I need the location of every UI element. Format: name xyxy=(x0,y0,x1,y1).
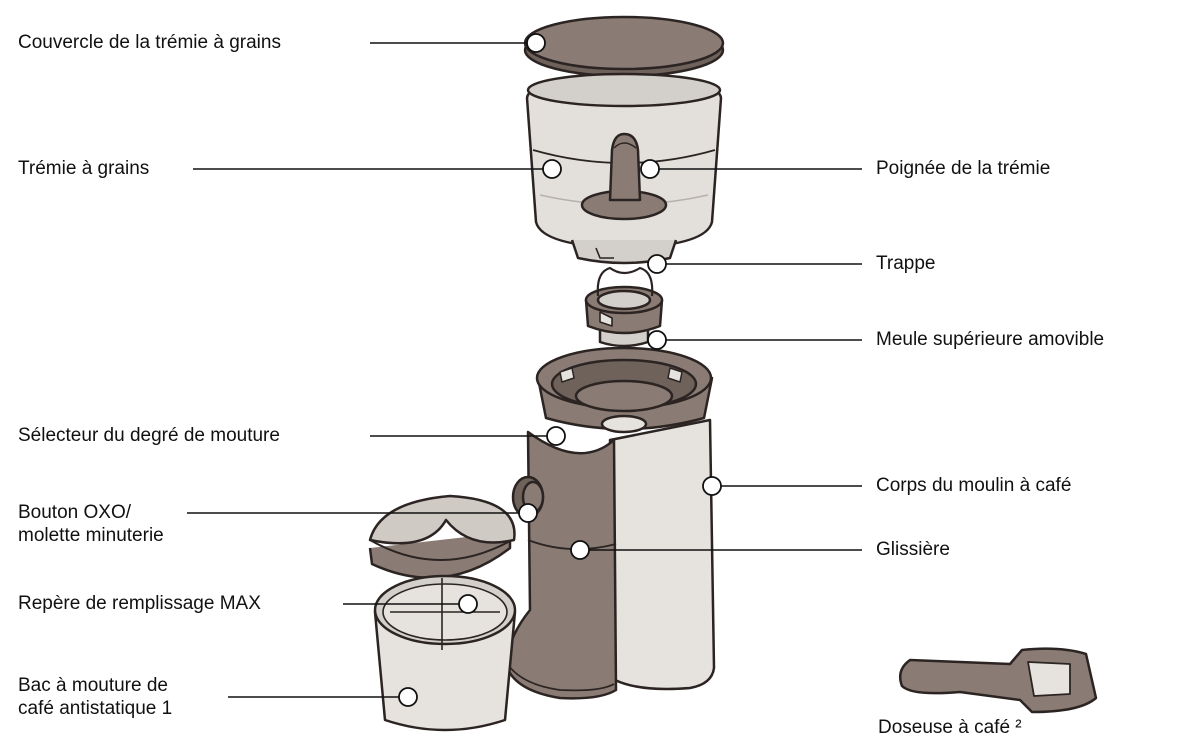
label-trapdoor: Trappe xyxy=(876,252,936,275)
label-timer-knob-line2: molette minuterie xyxy=(18,524,164,547)
grinder-body xyxy=(505,348,714,698)
dot-grind-selector xyxy=(547,427,565,445)
leader-lines xyxy=(187,43,862,697)
label-upper-burr: Meule supérieure amovible xyxy=(876,328,1104,351)
dot-timer-knob xyxy=(519,504,537,522)
grounds-container-lid xyxy=(370,496,514,578)
dot-max-fill xyxy=(459,595,477,613)
dot-bean-hopper xyxy=(543,160,561,178)
grounds-container xyxy=(375,576,515,730)
coffee-scoop xyxy=(900,649,1096,712)
dot-upper-burr xyxy=(648,331,666,349)
dot-trapdoor xyxy=(648,255,666,273)
label-container: Bac à mouture de café antistatique 1 xyxy=(18,674,172,720)
label-max-fill: Repère de remplissage MAX xyxy=(18,592,261,615)
label-hopper-handle: Poignée de la trémie xyxy=(876,157,1050,180)
label-grind-selector: Sélecteur du degré de mouture xyxy=(18,424,280,447)
dot-hopper-lid xyxy=(527,34,545,52)
label-hopper-lid: Couvercle de la trémie à grains xyxy=(18,31,281,54)
dot-body xyxy=(703,477,721,495)
dot-slide xyxy=(571,541,589,559)
dot-hopper-handle xyxy=(641,160,659,178)
label-timer-knob-line1: Bouton OXO/ xyxy=(18,501,164,524)
label-container-line1: Bac à mouture de xyxy=(18,674,172,697)
dot-container xyxy=(399,688,417,706)
label-bean-hopper: Trémie à grains xyxy=(18,157,149,180)
label-scoop: Doseuse à café ² xyxy=(878,716,1022,739)
label-timer-knob: Bouton OXO/ molette minuterie xyxy=(18,501,164,547)
hopper-lid xyxy=(525,17,723,76)
label-slide: Glissière xyxy=(876,538,950,561)
label-body: Corps du moulin à café xyxy=(876,474,1071,497)
label-container-line2: café antistatique 1 xyxy=(18,697,172,720)
